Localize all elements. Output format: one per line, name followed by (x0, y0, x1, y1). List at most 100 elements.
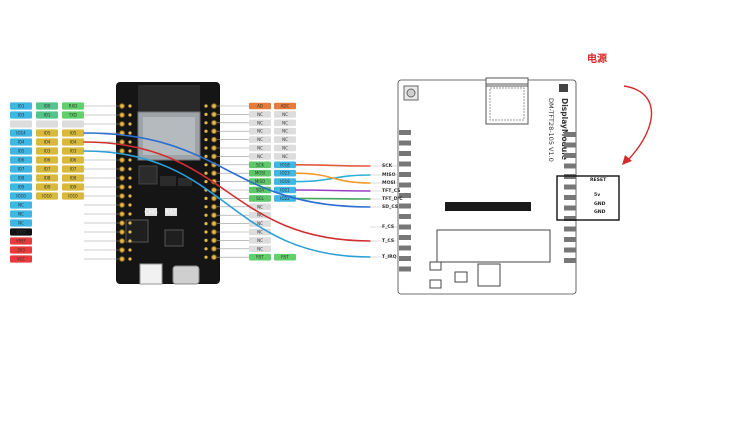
left-header-hole-inner (128, 167, 132, 171)
left-pin-pad (62, 111, 84, 119)
module-signal-labels: SCKMISOMOSITFT_CSTFT_D/CSD_CSF_CST_CST_I… (370, 163, 403, 260)
left-header-hole-inner (128, 212, 132, 216)
left-pin-pad (10, 138, 32, 146)
left-header-hole (119, 139, 125, 145)
module-left-pad (399, 235, 411, 240)
module-left-pad (399, 140, 411, 146)
wire (295, 197, 371, 200)
left-pin-pad (36, 138, 58, 146)
left-pin-pad (10, 228, 32, 236)
right-pin-pad (249, 161, 271, 169)
right-pin-label: NC (282, 112, 288, 117)
left-pin-pad (10, 237, 32, 245)
left-pin-pad (36, 156, 58, 164)
right-pin-pad (249, 195, 271, 202)
regulator-chip (160, 176, 176, 186)
right-pin-label: NC (282, 146, 288, 151)
right-pin-label: NC (257, 137, 263, 142)
right-header-hole (211, 237, 217, 244)
module-left-pad (399, 214, 411, 219)
left-pin-label: IO3 (18, 113, 25, 118)
right-header-hole-inner (204, 213, 208, 217)
left-pin-pad (10, 120, 32, 128)
left-header-hole-inner (128, 203, 132, 207)
right-pin-label: NC (257, 120, 263, 125)
left-pin-pad (62, 120, 84, 128)
module-right-pad (564, 226, 576, 232)
esp32-board: CHG RST (116, 82, 220, 285)
left-pin-label: IO3 (44, 149, 51, 154)
sd-card-outline (489, 87, 525, 121)
right-pin-label: IO23 (280, 171, 290, 176)
right-header-hole-inner (204, 205, 208, 209)
right-pin-pad (249, 111, 271, 118)
module-button-cap (406, 88, 416, 98)
left-pin-pad (10, 165, 32, 173)
left-header-hole (119, 166, 125, 172)
right-header-hole-inner (204, 154, 208, 158)
jumper-1 (429, 261, 442, 271)
right-header-hole (211, 153, 217, 160)
left-pin-label: IO0 (44, 104, 51, 109)
right-pin-label: NC (257, 230, 263, 235)
module-right-pad (564, 237, 576, 242)
module-right-pad (564, 184, 576, 190)
right-header-hole (211, 111, 217, 118)
left-pin-pad (36, 129, 58, 137)
charger-chip (125, 219, 149, 243)
right-header-hole-inner (204, 121, 208, 125)
right-header-hole (211, 246, 217, 252)
left-pin-label: IO10 (16, 194, 26, 199)
right-pin-label: NC (257, 238, 263, 243)
left-pin-label: IO5 (18, 149, 25, 154)
right-header-hole (211, 145, 217, 151)
left-header-hole-inner (128, 131, 132, 135)
left-pin-label: IO9 (18, 185, 25, 190)
left-pin-label: IO5 (70, 131, 77, 136)
module-right-pads (564, 132, 576, 263)
module-right-pad (564, 153, 576, 158)
left-header-hole (119, 211, 125, 217)
right-header-hole-inner (204, 196, 208, 200)
right-pin-label: IO19 (280, 179, 290, 184)
right-pin-label: NC (257, 246, 263, 251)
module-right-pad (564, 163, 576, 169)
left-header-hole (119, 256, 125, 262)
module-right-pad (564, 216, 576, 221)
left-pin-pad (10, 102, 32, 110)
left-header-hole-inner (128, 149, 132, 153)
left-pin-pad (10, 201, 32, 209)
left-pin-pad (10, 129, 32, 137)
module-right-pad (564, 132, 576, 137)
left-pin-pad (62, 102, 84, 110)
left-pin-label: TXD (68, 113, 77, 118)
diode (178, 178, 192, 186)
right-pin-pad (249, 220, 271, 227)
right-pin-label: NC (257, 213, 263, 218)
module-ic-small (454, 271, 468, 283)
left-pin-label: IO6 (44, 158, 51, 163)
right-pin-pad (274, 161, 296, 169)
right-pin-label: NC (257, 146, 263, 151)
left-pin-label: IO1 (18, 104, 25, 109)
left-pin-pad (36, 165, 58, 173)
left-pin-label: IO6 (18, 158, 25, 163)
module-left-pad (399, 256, 411, 261)
left-pin-label: IO8 (18, 176, 25, 181)
left-pin-pad (10, 147, 32, 155)
right-pin-pad (249, 102, 271, 110)
left-pin-pad (62, 138, 84, 146)
power-pin-label: 5v (594, 192, 600, 198)
right-header-hole-inner (204, 112, 208, 116)
right-pin-pad (249, 144, 271, 152)
module-left-pad (399, 193, 411, 198)
left-pin-pad (62, 165, 84, 173)
module-left-pad (399, 130, 411, 135)
left-pin-label: NC (18, 212, 24, 217)
right-pin-label: SCL (256, 196, 264, 201)
left-pin-label: VREF (16, 239, 27, 244)
left-pin-pad (62, 192, 84, 200)
right-header-hole (211, 229, 217, 235)
